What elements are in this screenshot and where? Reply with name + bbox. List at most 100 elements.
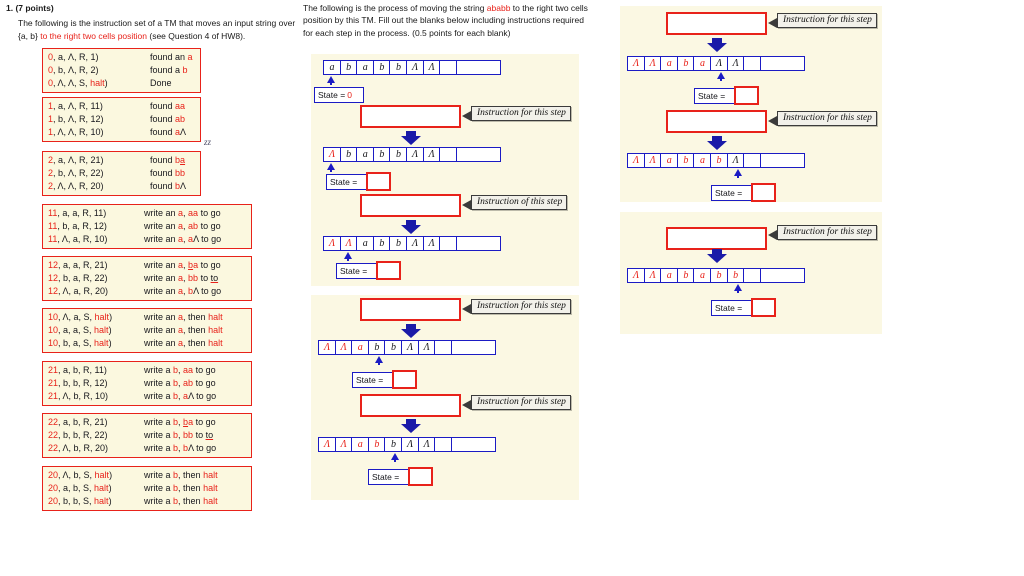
tape-cell <box>439 60 458 75</box>
tape-tail <box>457 236 502 251</box>
tape-head-arrow <box>375 356 383 363</box>
instruction-group-1: 1, a, Λ, R, 11) found aa 1, b, Λ, R, 12)… <box>42 97 201 143</box>
tape-cell: Λ <box>406 236 425 251</box>
state-label: State = <box>330 177 358 187</box>
process-line-3: for each step in the process. (0.5 point… <box>303 27 511 38</box>
tape-cell: b <box>372 60 391 75</box>
state-blank[interactable] <box>751 183 776 202</box>
tape-cell <box>743 56 762 71</box>
instruction-note: found ab <box>150 113 186 124</box>
instruction-note: write a b, ba to go <box>144 417 216 427</box>
instruction-row: 2, b, Λ, R, 22) found bb <box>48 167 196 180</box>
instruction-note: write a b, bΛ to go <box>144 442 217 453</box>
instruction-note: write a b, aΛ to go <box>144 390 217 401</box>
process-header: The following is the process of moving t… <box>303 2 595 39</box>
tape-cell: Λ <box>417 437 436 452</box>
instruction-tuple: 2, b, Λ, R, 22) <box>48 167 104 178</box>
instruction-row: 22, a, b, R, 21) write a b, ba to go <box>48 416 247 429</box>
instruction-tuple: 20, b, b, S, halt) <box>48 495 112 506</box>
state-blank[interactable] <box>392 370 417 389</box>
tape-cell: a <box>693 268 712 283</box>
state-label: State = <box>340 266 368 276</box>
instruction-blank[interactable] <box>666 110 767 133</box>
state-box: State =0 <box>314 87 364 103</box>
state-blank[interactable] <box>408 467 433 486</box>
tape-cell: Λ <box>318 340 336 355</box>
state-label: State = <box>318 90 346 100</box>
state-blank[interactable] <box>751 298 776 317</box>
instruction-note: write an a, bb to to <box>144 272 219 283</box>
instruction-note: write an a, then halt <box>144 312 223 322</box>
instruction-row: 22, Λ, b, R, 20) write a b, bΛ to go <box>48 442 247 455</box>
flow-arrow-down <box>401 324 421 338</box>
tape-cell: b <box>710 153 729 168</box>
callout-label: Instruction for this step <box>777 13 877 28</box>
instruction-blank[interactable] <box>360 394 461 417</box>
instruction-tuple: 12, a, a, R, 21) <box>48 260 108 270</box>
instruction-tuple: 12, Λ, a, R, 20) <box>48 285 109 296</box>
state-blank[interactable] <box>366 172 391 191</box>
instruction-note: write an a, ab to go <box>144 220 221 231</box>
tape-cell: b <box>339 147 358 162</box>
callout-pointer <box>462 111 471 121</box>
tape-cell: a <box>323 60 341 75</box>
flow-arrow-down <box>707 38 727 52</box>
instruction-row: 1, b, Λ, R, 12) found ab <box>48 113 196 126</box>
instruction-tuple: 2, a, Λ, R, 21) <box>48 155 104 165</box>
instruction-row: 21, Λ, b, R, 10) write a b, aΛ to go <box>48 390 247 403</box>
tape-1: a b a b b Λ Λ <box>323 60 502 75</box>
instruction-note: write a b, then halt <box>144 482 218 493</box>
tape-cell: Λ <box>710 56 729 71</box>
instruction-note: write an a, aa to go <box>144 208 221 218</box>
tape-tail <box>452 340 497 355</box>
instruction-note: write a b, then halt <box>144 495 218 506</box>
instruction-tuple: 11, a, a, R, 11) <box>48 208 107 218</box>
tape-cell: Λ <box>726 56 745 71</box>
tape-cell <box>743 268 762 283</box>
flow-arrow-down <box>401 131 421 145</box>
tape-cell: Λ <box>726 153 745 168</box>
instruction-row: 2, a, Λ, R, 21) found ba <box>48 154 196 167</box>
callout-label: Instruction for this step <box>471 299 571 314</box>
state-blank[interactable] <box>376 261 401 280</box>
process-line-2: position by this TM. Fill out the blanks… <box>303 15 584 26</box>
tape-cell: Λ <box>406 147 425 162</box>
tape-cell <box>434 340 453 355</box>
tape-5: Λ Λ a b b Λ Λ <box>318 437 497 452</box>
instruction-row: 1, a, Λ, R, 11) found aa <box>48 100 196 113</box>
instruction-row: 1, Λ, Λ, R, 10) found aΛ <box>48 126 196 139</box>
instruction-note: write a b, then halt <box>144 470 218 480</box>
instruction-note: write an a, aΛ to go <box>144 233 222 244</box>
process-text-b: to the right two cells <box>510 3 588 13</box>
instruction-blank[interactable] <box>360 298 461 321</box>
instruction-note: write an a, bΛ to go <box>144 285 222 296</box>
instruction-note: Done <box>150 77 172 88</box>
state-box: State = <box>711 300 754 316</box>
tape-cell: Λ <box>422 147 441 162</box>
instruction-row: 10, a, a, S, halt) write an a, then halt <box>48 324 247 337</box>
instruction-blank[interactable] <box>360 194 461 217</box>
instruction-blank[interactable] <box>360 105 461 128</box>
tape-3: Λ Λ a b b Λ Λ <box>323 236 502 251</box>
tape-6: Λ Λ a b a Λ Λ <box>627 56 806 71</box>
instruction-row: 0, b, Λ, R, 2) found a b <box>48 64 196 77</box>
instruction-group-7: 22, a, b, R, 21) write a b, ba to go 22,… <box>42 413 252 459</box>
tape-cell: b <box>372 147 391 162</box>
instruction-blank[interactable] <box>666 227 767 250</box>
tape-cell: a <box>693 153 712 168</box>
tape-tail <box>452 437 497 452</box>
instruction-row: 10, b, a, S, halt) write an a, then halt <box>48 337 247 350</box>
tape-cell: a <box>351 437 370 452</box>
instruction-note: write a b, bb to to <box>144 429 214 440</box>
tape-head-arrow <box>734 169 742 176</box>
tape-head-arrow <box>327 163 335 170</box>
instruction-row: 20, Λ, b, S, halt) write a b, then halt <box>48 469 247 482</box>
instruction-tuple: 11, b, a, R, 12) <box>48 220 107 231</box>
tape-tail <box>761 268 806 283</box>
tape-cell: Λ <box>643 153 662 168</box>
state-blank[interactable] <box>734 86 759 105</box>
tape-cell <box>743 153 762 168</box>
tape-cell <box>439 236 458 251</box>
instruction-blank[interactable] <box>666 12 767 35</box>
tape-cell: b <box>372 236 391 251</box>
